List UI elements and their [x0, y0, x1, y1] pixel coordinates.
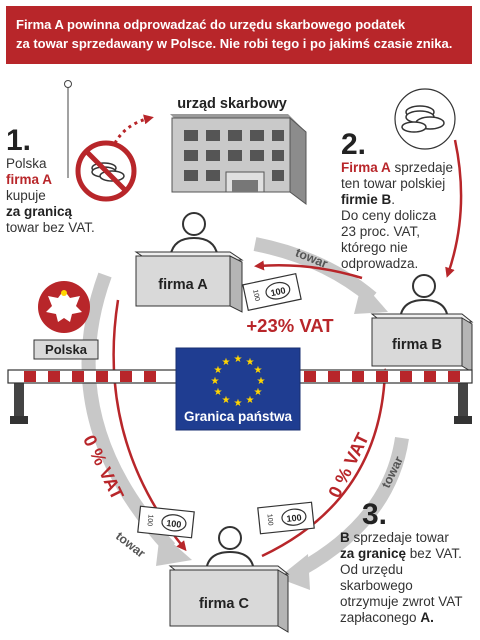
towar-label-right: towar	[379, 454, 406, 490]
step-2-line: Firma A sprzedaje	[341, 160, 454, 175]
svg-text:★: ★	[254, 365, 263, 376]
towar-label-left: towar	[113, 529, 148, 561]
svg-text:★: ★	[234, 354, 243, 365]
country-label-box	[33, 339, 99, 360]
banknote-corner-value: 100	[145, 514, 153, 526]
step-2-text: 2. Firma A sprzedaje ten towar polskiej …	[341, 130, 477, 272]
firma-c-label: firma C	[199, 596, 249, 612]
step-2-number: 2.	[341, 128, 367, 161]
gray-arrow-left	[81, 272, 176, 553]
firma-b-label: firma B	[392, 337, 442, 353]
no-money-icon	[75, 140, 137, 202]
step-2-line: firmie B.	[341, 192, 396, 207]
red-arrow-c-to-b	[261, 368, 390, 558]
step-2-emph: firmie B	[341, 192, 392, 207]
banknote-icon: 100 100	[257, 501, 315, 535]
firma-b	[370, 274, 474, 373]
gray-arrow-right	[296, 436, 409, 577]
step-2-line: ten towar polskiej	[341, 176, 446, 191]
svg-text:★: ★	[214, 387, 223, 398]
banner-line-1: Firma A powinna odprowadzać do urzędu sk…	[16, 17, 406, 32]
banknote-value: 100	[270, 285, 287, 298]
svg-text:★: ★	[246, 357, 255, 368]
gray-arrowhead-left	[156, 532, 192, 566]
step-2-line: 23 proc. VAT,	[341, 224, 421, 239]
step-3-number: 3.	[362, 498, 388, 531]
step-3-text: 3. B sprzedaje towar za granicę bez VAT.…	[340, 500, 478, 626]
banknote-value: 100	[166, 518, 182, 530]
banner-line-2: za towar sprzedawany w Polsce. Nie robi …	[16, 36, 453, 51]
svg-text:★: ★	[257, 376, 266, 387]
step-3-emph: A.	[420, 610, 434, 625]
gray-arrowhead-top	[354, 282, 388, 314]
banknote-value: 100	[286, 512, 302, 524]
svg-text:★: ★	[222, 395, 231, 406]
step-3-line: za granicę bez VAT.	[340, 546, 462, 561]
pointer-line	[64, 80, 72, 178]
country-label: Polska	[45, 342, 88, 357]
step-1-line: towar bez VAT.	[6, 220, 95, 235]
step-3-line: Od urzędu	[340, 562, 404, 577]
step-1-text: 1. Polska firma A kupuje za granicą towa…	[6, 126, 106, 236]
svg-text:★: ★	[234, 398, 243, 409]
eu-stars-icon: ★★★ ★★★ ★★★ ★★★	[211, 354, 266, 409]
step-2-line: odprowadza.	[341, 256, 419, 271]
svg-text:★: ★	[254, 387, 263, 398]
step-1-line: firma A	[6, 172, 53, 187]
banknote-icon: 100 100	[242, 272, 302, 312]
vat-plus-label: +23% VAT	[246, 315, 334, 336]
border-sign-label: Granica państwa	[184, 409, 293, 424]
banknote-corner-value: 100	[265, 514, 273, 526]
svg-text:★: ★	[211, 376, 220, 387]
tax-office-building	[170, 114, 307, 205]
svg-text:★: ★	[246, 395, 255, 406]
step-2-line: Do ceny dolicza	[341, 208, 437, 223]
step-3-line: skarbowego	[340, 578, 413, 593]
step-3-emph: B	[340, 530, 350, 545]
coins-icon	[394, 88, 456, 150]
polish-eagle-icon	[38, 281, 90, 333]
step-3-line: B sprzedaje towar	[340, 530, 449, 545]
firma-c	[168, 526, 290, 633]
header-banner: Firma A powinna odprowadzać do urzędu sk…	[6, 6, 472, 64]
step-2-line: którego nie	[341, 240, 408, 255]
tax-office-label: urząd skarbowy	[177, 96, 287, 112]
eu-border-sign: ★★★ ★★★ ★★★ ★★★	[175, 347, 301, 431]
step-3-line: otrzymuje zwrot VAT	[340, 594, 463, 609]
red-arrow-b-to-a	[254, 260, 363, 280]
step-1-line: za granicą	[6, 204, 73, 219]
step-3-line: zapłaconego A.	[340, 610, 434, 625]
banknote-icon: 100 100	[137, 505, 195, 539]
svg-text:★: ★	[222, 357, 231, 368]
step-2-emph: Firma A	[341, 160, 391, 175]
step-3-emph: za granicę	[340, 546, 407, 561]
firma-a	[134, 212, 244, 313]
step-1-number: 1.	[6, 124, 32, 157]
step-1-line: kupuje	[6, 188, 46, 203]
step-1-line: Polska	[6, 156, 47, 171]
banknote-corner-value: 100	[251, 289, 260, 302]
vat-zero-right-label: 0 % VAT	[324, 430, 372, 501]
red-arrow-coins-to-b	[445, 139, 463, 278]
firma-a-label: firma A	[158, 277, 208, 293]
svg-text:★: ★	[214, 365, 223, 376]
